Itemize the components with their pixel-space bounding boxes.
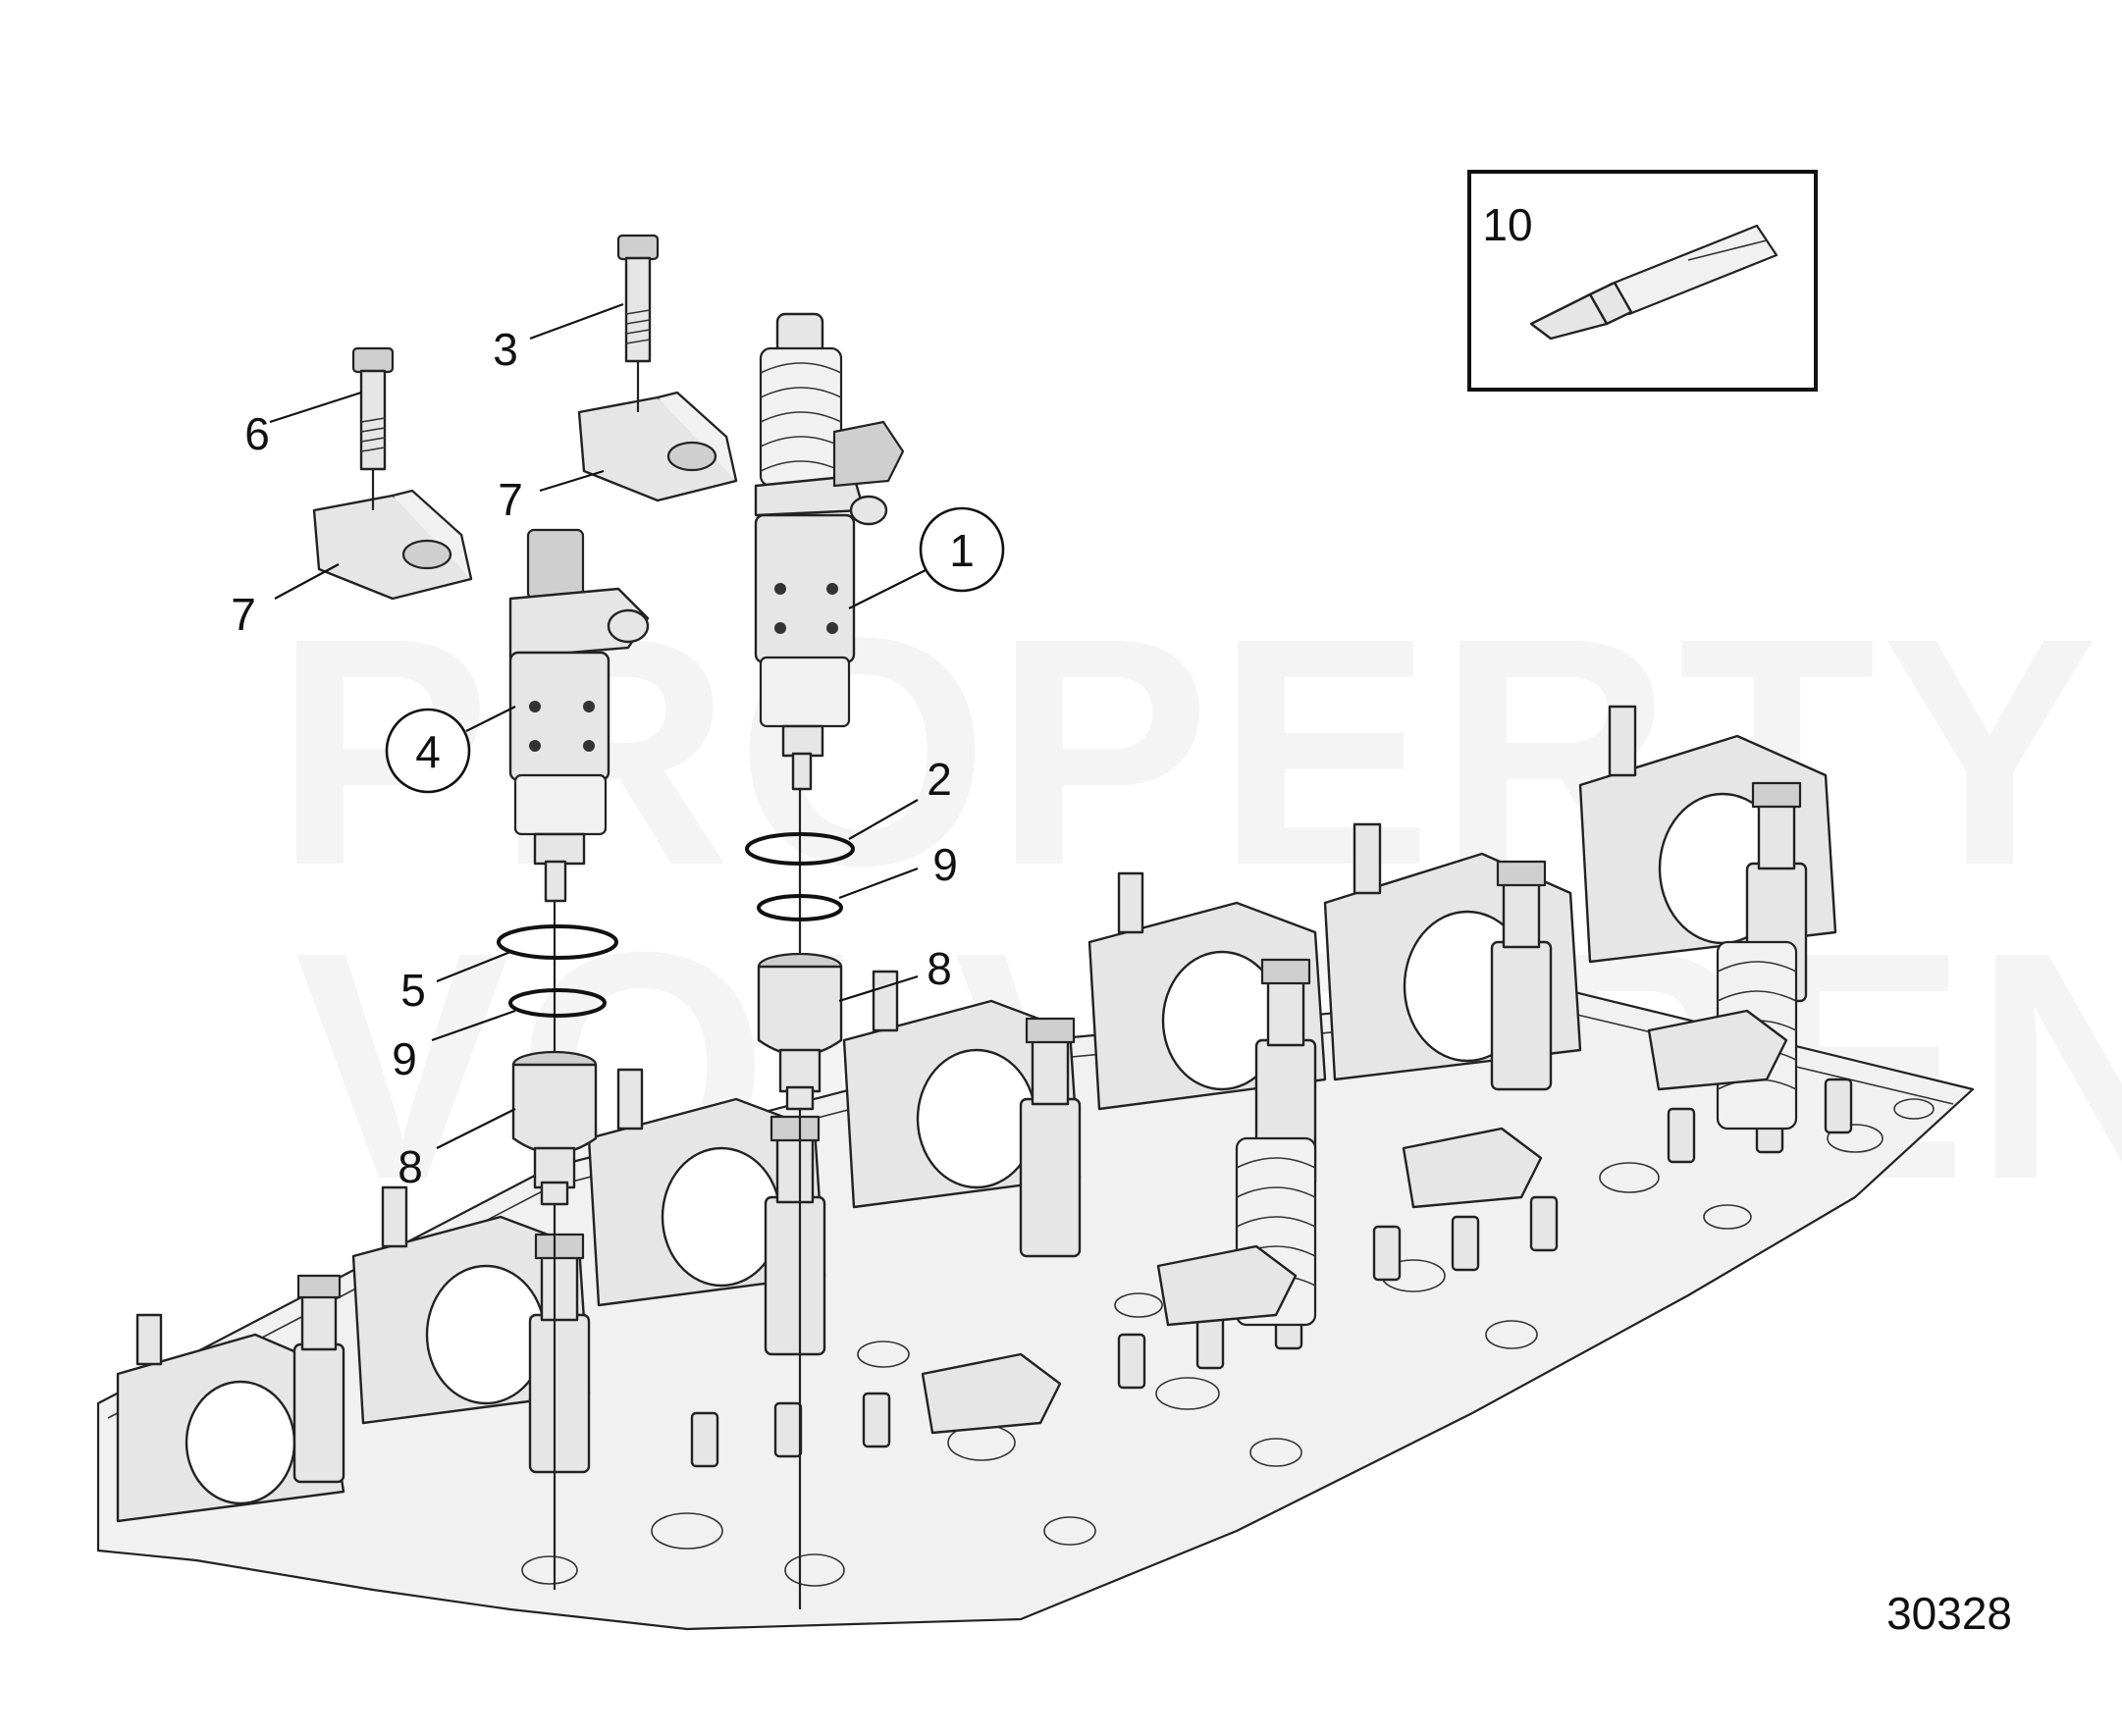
callout-5: 5 [400,965,426,1016]
o-ring-5 [497,924,618,960]
right-exploded-assembly [577,234,905,1609]
callout-bubble-4 [385,708,471,794]
callout-8-right: 8 [927,943,952,994]
callout-4: 4 [415,726,441,777]
callout-10: 10 [1482,199,1532,250]
callout-9-right: 9 [932,839,958,890]
sealant-tube-icon [1529,224,1778,341]
installed-injectors [292,781,1808,1484]
o-ring-9-right [757,894,843,921]
clamp-bolt-3 [616,234,660,412]
callouts: 1 2 9 8 3 7 6 7 4 5 9 8 [231,199,1532,1192]
callout-3: 3 [493,324,518,375]
injector-clamp-left [312,489,473,601]
callout-6: 6 [244,408,270,459]
callout-bubble-1 [919,506,1005,593]
figure-number: 30328 [1886,1588,2012,1639]
sealant-inset-box [1467,170,1818,392]
injector-sleeve-right [757,952,843,1111]
unit-injector-left [508,528,650,903]
callout-1: 1 [949,525,975,576]
o-ring-9-left [508,988,607,1018]
callout-8-left: 8 [398,1141,423,1192]
callout-9-left: 9 [392,1033,417,1084]
unit-injector-right [754,312,905,791]
callout-2: 2 [927,754,952,805]
o-ring-2 [745,832,855,866]
left-exploded-assembly [312,346,650,1590]
callout-7-lower: 7 [231,589,256,640]
injector-sleeve-left [511,1050,598,1206]
clamp-bolt-6 [351,346,395,510]
injector-clamp-right [577,391,738,502]
callout-7-upper: 7 [498,474,523,525]
